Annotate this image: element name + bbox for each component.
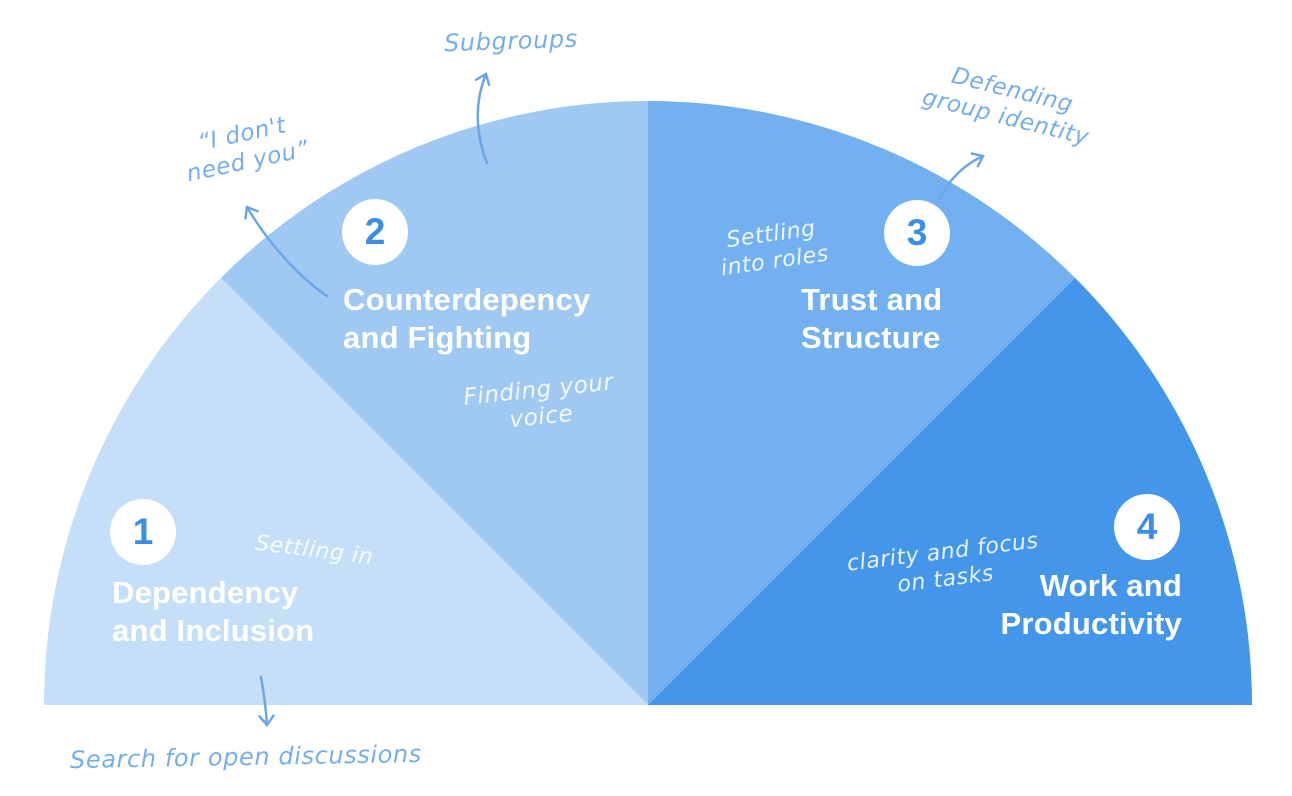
- segment-4-number: 4: [1136, 506, 1158, 547]
- segment-4-badge: 4: [1114, 494, 1180, 560]
- segment-1-number: 1: [132, 511, 154, 552]
- annotation-subgroups: Subgroups: [443, 24, 579, 58]
- segment-4-title: Work and Productivity: [1000, 568, 1182, 641]
- segment-2-badge: 2: [342, 199, 408, 265]
- subgroups-arrow: [474, 72, 491, 165]
- segment-4-wedge: [648, 277, 1252, 705]
- segment-2-wedge: [220, 101, 648, 705]
- segment-3-wedge: [648, 101, 1076, 705]
- defending-group-identity-arrow: [938, 152, 985, 201]
- search-discussions-arrow: [258, 675, 275, 728]
- segment-3-title: Trust and Structure: [801, 282, 943, 355]
- segment-1-wedge: [44, 277, 648, 705]
- segment-3-number: 3: [906, 212, 928, 253]
- segment-1-title: Dependency and Inclusion: [112, 575, 315, 648]
- segment-2-number: 2: [364, 211, 386, 252]
- segment-3-badge: 3: [884, 200, 950, 266]
- segment-2-title: Counterdepency and Fighting: [343, 282, 591, 355]
- segment-1-badge: 1: [110, 499, 176, 565]
- i-dont-need-you-arrow: [244, 205, 329, 298]
